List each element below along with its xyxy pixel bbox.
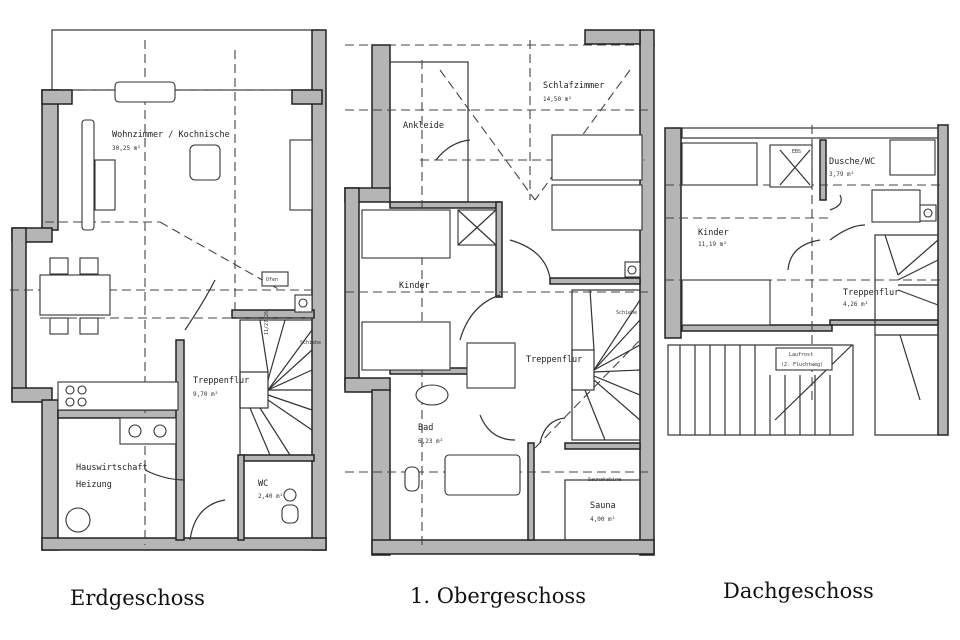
room-area: 2,40 m² (258, 493, 283, 500)
walkway-area: Laufrost (2. Fluchtweg) (667, 344, 854, 436)
room-label: Treppenflur (193, 376, 249, 386)
room-area: 30,25 m² (112, 145, 141, 152)
oven-label: Ofen (266, 277, 278, 283)
room-label: Treppenflur (526, 355, 582, 365)
room-label: Ankleide (403, 121, 444, 131)
slide-note: Schiebe (300, 340, 321, 346)
staircase (239, 319, 313, 456)
room-area: 4,00 m² (590, 516, 615, 523)
sauna-cabin-label: Saunakabine (588, 477, 621, 483)
walkway-label-2: (2. Fluchtweg) (781, 362, 823, 368)
room-label: WC (258, 479, 268, 489)
slide-note: Schiebe (616, 310, 637, 316)
terrace (51, 29, 321, 91)
room-area: 3,79 m² (829, 171, 854, 178)
plan-dachgeschoss: EBS Laufrost (2. Fluchtweg) (664, 124, 949, 436)
stairs-note: 11/27,26 (264, 311, 270, 335)
room-area: 9,70 m² (193, 391, 218, 398)
room-label: Bad (418, 423, 433, 433)
oven (261, 271, 289, 287)
room-label: Heizung (76, 480, 112, 490)
shower-label: EBS (792, 149, 801, 155)
room-label: Schlafzimmer (543, 81, 604, 91)
room-label: Kinder (698, 228, 729, 238)
room-label: Hauswirtschaft (76, 463, 148, 473)
walkway-label: Laufrost (789, 352, 813, 358)
room-area: 4,26 m² (843, 301, 868, 308)
caption-obergeschoss: 1. Obergeschoss (410, 584, 586, 608)
room-label: Sauna (590, 501, 616, 511)
plan-erdgeschoss: Ofen 11/27,26 Schiebe Wohnzimmer / Kochn… (10, 29, 327, 551)
room-label: Treppenflur (843, 288, 899, 298)
caption-erdgeschoss: Erdgeschoss (70, 586, 205, 610)
staircase (571, 289, 641, 441)
caption-dachgeschoss: Dachgeschoss (723, 579, 874, 603)
wall (41, 89, 59, 231)
room-area: 6,23 m² (418, 438, 443, 445)
room-area: 11,19 m² (698, 241, 727, 248)
room-label: Kinder (399, 281, 430, 291)
room-area: 14,50 m² (543, 96, 572, 103)
room-label: Dusche/WC (829, 157, 875, 167)
room-label: Wohnzimmer / Kochnische (112, 130, 230, 140)
staircase (874, 234, 939, 436)
plan-obergeschoss: Schiebe Schlafzimmer 14,50 m² Ankleide K… (344, 29, 655, 556)
